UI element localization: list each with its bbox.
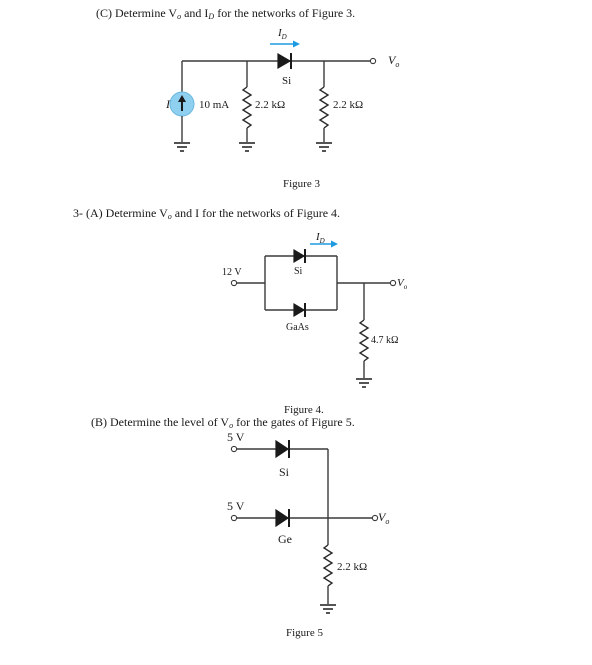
fig4-gaas-diode-icon (293, 302, 306, 318)
fig5-caption: Figure 5 (286, 627, 323, 639)
fig4-resistor-label: 4.7 kΩ (371, 335, 398, 346)
q3-heading: 3- (A) Determine Vo and I for the networ… (73, 206, 340, 221)
fig3-output-terminal[interactable] (369, 57, 377, 65)
part-b-heading: (B) Determine the level of Vo for the ga… (91, 415, 355, 430)
fig3-ground-icon-1 (174, 142, 190, 152)
part-c-heading: (C) Determine Vo and ID for the networks… (96, 6, 355, 21)
fig3-si-diode-icon (277, 52, 292, 70)
fig5-diode-top-label: Si (279, 465, 290, 479)
fig3-ground-icon-2 (239, 142, 255, 152)
fig4-resistor (358, 319, 370, 362)
fig3-current-label: ID (277, 27, 287, 41)
fig5-output-terminal[interactable] (371, 514, 379, 522)
fig5-resistor-label: 2.2 kΩ (337, 561, 367, 573)
fig4-caption: Figure 4. (284, 404, 324, 416)
fig5-ground-icon (320, 604, 336, 614)
fig5-ge-diode-icon (275, 508, 290, 528)
fig5-input2-label: 5 V (227, 499, 245, 513)
fig5-input1-terminal[interactable] (230, 445, 238, 453)
fig3-output-label: Vo (388, 53, 399, 69)
fig4-ground-icon (356, 378, 372, 388)
fig4-diode-top-label: Si (294, 266, 303, 277)
fig5-resistor (322, 544, 334, 587)
fig5-diode-bottom-label: Ge (278, 532, 292, 546)
fig5-input2-terminal[interactable] (230, 514, 238, 522)
fig3-r1-label: 2.2 kΩ (255, 99, 285, 111)
fig3-resistor-1 (241, 86, 253, 129)
figure-4: ID 12 V Si GaAs Vo 4.7 kΩ (222, 231, 408, 416)
fig3-current-arrowhead (293, 40, 300, 48)
fig4-output-terminal[interactable] (389, 279, 397, 287)
fig3-ground-icon-3 (316, 142, 332, 152)
fig3-source-value: 10 mA (199, 99, 229, 111)
fig5-output-label: Vo (378, 510, 389, 526)
fig4-si-diode-icon (293, 248, 306, 264)
fig5-input1-label: 5 V (227, 430, 245, 444)
fig4-input-label: 12 V (222, 267, 242, 278)
fig3-source-label: I (165, 97, 171, 111)
fig4-output-label: Vo (397, 277, 408, 291)
fig5-si-diode-icon (275, 439, 290, 459)
fig3-diode-label: Si (282, 75, 291, 87)
fig3-r2-label: 2.2 kΩ (333, 99, 363, 111)
fig3-resistor-2 (318, 86, 330, 129)
figure-5: 5 V Si 5 V Ge Vo 2.2 kΩ Figure 5 (227, 430, 389, 639)
fig4-input-terminal[interactable] (230, 279, 238, 287)
fig4-current-label: ID (315, 231, 325, 245)
fig3-caption: Figure 3 (283, 178, 320, 190)
fig4-diode-bottom-label: GaAs (286, 322, 309, 333)
figure-3: Vo ID Si I 10 mA 2.2 kΩ (165, 27, 399, 190)
